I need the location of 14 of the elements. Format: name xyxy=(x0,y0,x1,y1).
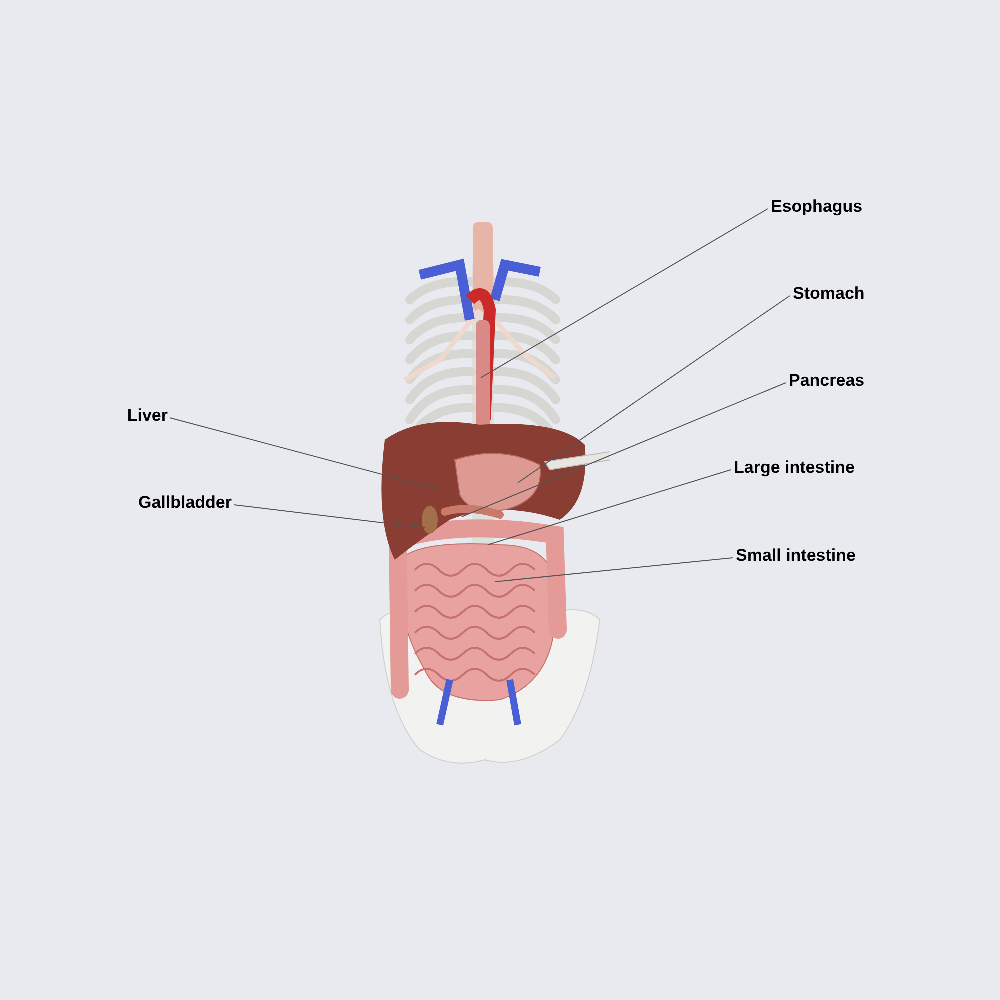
organ-label: Large intestine xyxy=(734,456,855,480)
leader-line xyxy=(462,382,786,518)
organ-label: Gallbladder xyxy=(138,491,232,515)
organ-label: Esophagus xyxy=(771,195,863,219)
leader-line xyxy=(480,208,768,378)
leader-line xyxy=(494,558,734,582)
organ-label: Small intestine xyxy=(736,544,856,568)
leader-line xyxy=(170,418,440,490)
leader-line xyxy=(518,296,790,484)
leader-line xyxy=(488,470,732,546)
leader-line xyxy=(234,504,426,528)
organ-label: Pancreas xyxy=(789,369,865,393)
organ-label: Liver xyxy=(127,404,168,428)
organ-label: Stomach xyxy=(793,282,865,306)
